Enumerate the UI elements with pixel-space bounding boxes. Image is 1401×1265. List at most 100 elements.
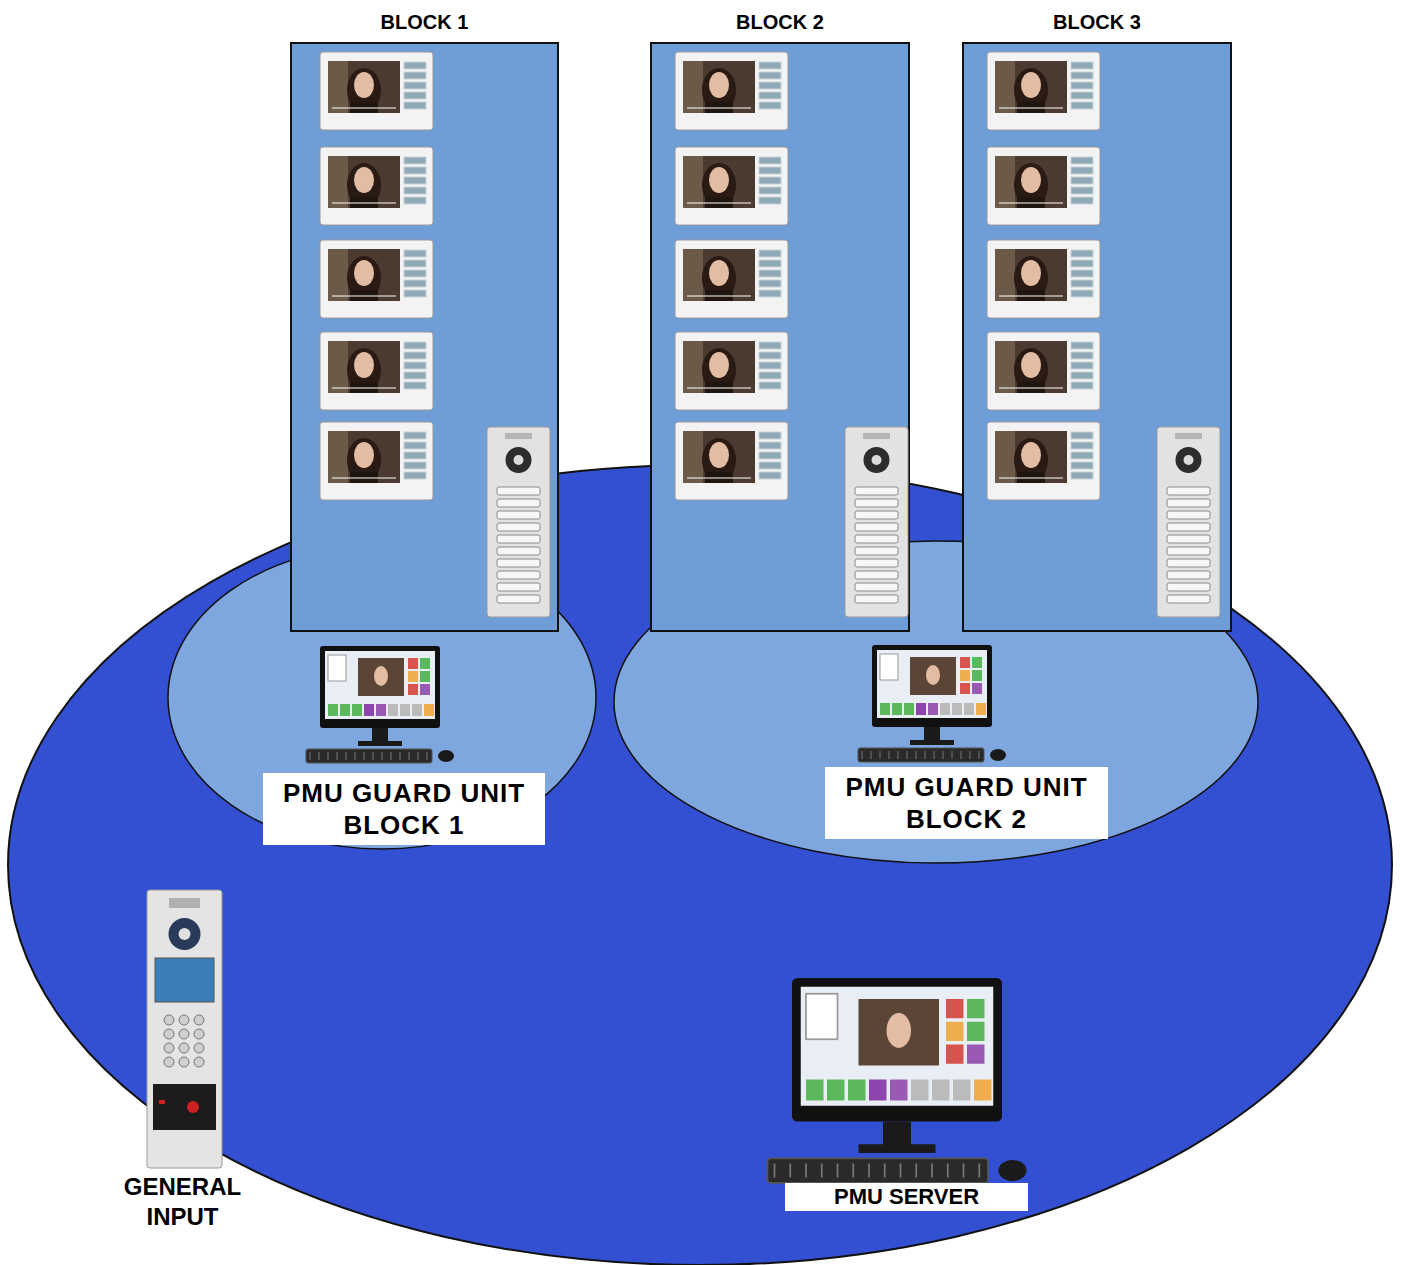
- pc-face: [926, 665, 940, 685]
- screen-bar: [687, 296, 751, 297]
- face-hair: [347, 68, 381, 112]
- keypad-key: [164, 1029, 174, 1039]
- monitor-button: [404, 462, 426, 469]
- face: [354, 442, 374, 468]
- monitor-button: [1071, 157, 1093, 164]
- screen-bar: [332, 478, 396, 479]
- monitor-button: [759, 92, 781, 99]
- monitor-frame: [987, 422, 1100, 500]
- block-illustration: [650, 42, 910, 632]
- pc-toolbar-tile: [974, 1080, 992, 1101]
- screen-bar: [332, 388, 396, 389]
- monitor-button: [759, 167, 781, 174]
- pc-tile: [972, 683, 982, 694]
- monitor-frame: [675, 147, 788, 225]
- monitor-button: [404, 442, 426, 449]
- keyboard-keys: [852, 1164, 854, 1178]
- monitor-frame: [675, 240, 788, 318]
- pc-tile: [960, 670, 970, 681]
- face-hair: [1014, 68, 1048, 112]
- monitor-frame: [320, 52, 433, 130]
- monitor-screen: [328, 249, 400, 301]
- face: [1021, 352, 1041, 378]
- monitor-frame: [320, 240, 433, 318]
- pc-toolbar-tile: [976, 703, 986, 715]
- keypad-key: [179, 1043, 189, 1053]
- pc-screen: [801, 987, 994, 1106]
- call-button: [497, 559, 540, 567]
- monitor-button: [759, 72, 781, 79]
- keyboard-keys: [427, 752, 428, 760]
- monitor-button: [1071, 250, 1093, 257]
- screen-wall: [328, 431, 348, 483]
- screen-bar: [999, 478, 1063, 479]
- server-label: PMU SERVER: [785, 1183, 1028, 1211]
- pc-screen: [325, 651, 435, 719]
- call-button: [1167, 535, 1210, 543]
- monitor-button: [1071, 352, 1093, 359]
- pc-base: [358, 741, 402, 746]
- monitor-button: [1071, 62, 1093, 69]
- pc-toolbar-tile: [806, 1080, 824, 1101]
- keyboard-keys: [880, 751, 881, 759]
- screen-bar: [332, 296, 396, 297]
- monitor-frame: [987, 240, 1100, 318]
- screen-wall: [328, 156, 348, 208]
- pc-video: [859, 999, 940, 1066]
- monitor-button: [759, 342, 781, 349]
- pc-tile: [420, 684, 430, 695]
- monitor-button: [759, 352, 781, 359]
- video-monitor: [675, 332, 788, 410]
- monitor-button: [759, 197, 781, 204]
- keypad-key: [164, 1015, 174, 1025]
- keyboard-keys: [952, 751, 953, 759]
- monitor-button: [404, 62, 426, 69]
- keypad-key: [179, 1057, 189, 1067]
- monitor-button: [404, 167, 426, 174]
- keyboard-keys: [884, 1164, 886, 1178]
- call-button: [1167, 571, 1210, 579]
- building-block: BLOCK 2: [650, 42, 910, 632]
- keyboard-keys: [382, 752, 383, 760]
- monitor-frame: [987, 52, 1100, 130]
- keypad-key: [194, 1015, 204, 1025]
- keyboard-keys: [900, 1164, 902, 1178]
- monitor-button: [404, 452, 426, 459]
- monitor-button: [404, 372, 426, 379]
- monitor-frame: [675, 422, 788, 500]
- pc-computer: [306, 646, 454, 763]
- monitor-button: [1071, 372, 1093, 379]
- keyboard-keys: [970, 751, 971, 759]
- call-button: [855, 535, 898, 543]
- monitor-button: [404, 270, 426, 277]
- pc-tile: [967, 999, 985, 1018]
- face-hair: [1014, 256, 1048, 300]
- block-heading: BLOCK 2: [632, 10, 928, 34]
- face: [354, 260, 374, 286]
- face: [1021, 260, 1041, 286]
- reader-led: [159, 1100, 165, 1104]
- pc-tile: [408, 671, 418, 682]
- pc-toolbar-tile: [848, 1080, 866, 1101]
- screen-wall: [328, 249, 348, 301]
- call-button: [855, 571, 898, 579]
- monitor-button: [404, 280, 426, 287]
- screen-wall: [995, 156, 1015, 208]
- general-input-panel: [147, 890, 222, 1168]
- screen-wall: [683, 431, 703, 483]
- monitor-button: [1071, 177, 1093, 184]
- pc-stand: [924, 727, 940, 741]
- face-hair: [1014, 438, 1048, 482]
- keyboard-keys: [400, 752, 401, 760]
- video-monitor: [675, 422, 788, 500]
- screen-wall: [995, 341, 1015, 393]
- monitor-button: [759, 442, 781, 449]
- face-hair: [347, 256, 381, 300]
- door-panel: [1157, 427, 1220, 617]
- keyboard-keys: [931, 1164, 933, 1178]
- call-button: [497, 571, 540, 579]
- call-button: [497, 499, 540, 507]
- monitor-button: [1071, 462, 1093, 469]
- keyboard-keys: [889, 751, 890, 759]
